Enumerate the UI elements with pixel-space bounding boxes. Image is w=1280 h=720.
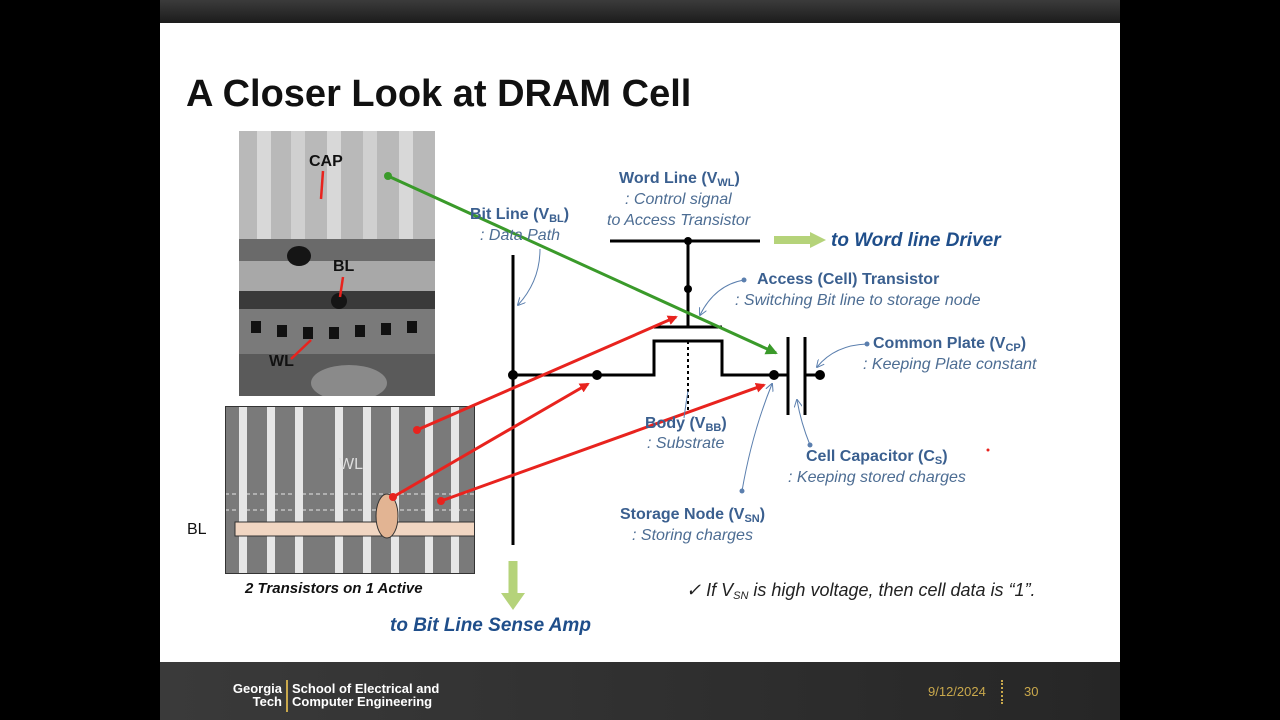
top-bar — [160, 0, 1120, 23]
cell-cross-section-photo: CAP BL WL — [239, 131, 435, 396]
wl-layout-label: WL — [339, 456, 363, 473]
sense-amp-arrow — [501, 593, 525, 610]
dram-circuit-diagram — [384, 172, 990, 610]
body-label: Body (VBB) — [645, 415, 727, 434]
bit-line-label: Bit Line (VBL) — [470, 206, 570, 225]
wl-photo-label: WL — [269, 353, 294, 370]
cell-capacitor-leader — [797, 400, 811, 446]
cap-label: CAP — [309, 153, 343, 170]
body-leader — [683, 390, 689, 419]
word-line-desc2: to Access Transistor — [607, 212, 751, 229]
slide-date: 9/12/2024 — [928, 684, 986, 699]
bitline-contact-pointer-arrow — [392, 382, 590, 499]
transistor-pointer-arrow — [416, 315, 678, 432]
bit-line-desc: : Data Path — [480, 227, 561, 244]
access-transistor-desc: : Switching Bit line to storage node — [735, 292, 981, 309]
bl-photo-label: BL — [333, 258, 355, 275]
access-transistor-leader — [700, 279, 745, 315]
footer-separator — [1001, 680, 1007, 704]
top-view-image — [225, 406, 475, 574]
cell-capacitor-label: Cell Capacitor (CS) — [806, 448, 948, 467]
slide-title: A Closer Look at DRAM Cell — [186, 73, 692, 115]
layout-top-view-photo: WL 2 Transistors on 1 Active — [225, 406, 475, 574]
sense-amp-label: to Bit Line Sense Amp — [390, 615, 591, 636]
common-plate-label: Common Plate (VCP) — [873, 335, 1027, 354]
word-line-driver-label: to Word line Driver — [831, 230, 1001, 251]
storage-node-desc: : Storing charges — [632, 527, 753, 544]
storage-node-pointer-arrow — [440, 382, 766, 503]
check-icon: ✓ — [686, 580, 702, 600]
word-driver-arrow — [810, 232, 826, 248]
cross-section-image — [239, 131, 435, 396]
slide: A Closer Look at DRAM Cell — [160, 23, 1120, 662]
slide-number: 30 — [1024, 684, 1039, 699]
cell-data-note: ✓ If VSN is high voltage, then cell data… — [686, 580, 1036, 602]
access-transistor-label: Access (Cell) Transistor — [757, 271, 940, 288]
storage-node-leader — [741, 384, 772, 492]
layout-caption-text: 2 Transistors on 1 Active — [245, 580, 423, 597]
bit-line-leader — [518, 248, 541, 305]
cap-pointer-arrow — [387, 174, 778, 355]
bl-layout-label: BL — [187, 521, 207, 538]
word-line-desc1: : Control signal — [625, 191, 732, 208]
common-plate-desc: : Keeping Plate constant — [863, 356, 1037, 373]
storage-node-label: Storage Node (VSN) — [620, 506, 766, 525]
common-plate-leader — [817, 343, 868, 367]
body-desc: : Substrate — [647, 435, 725, 452]
word-line-label: Word Line (VWL) — [619, 170, 740, 189]
cell-capacitor-desc: : Keeping stored charges — [788, 469, 966, 486]
